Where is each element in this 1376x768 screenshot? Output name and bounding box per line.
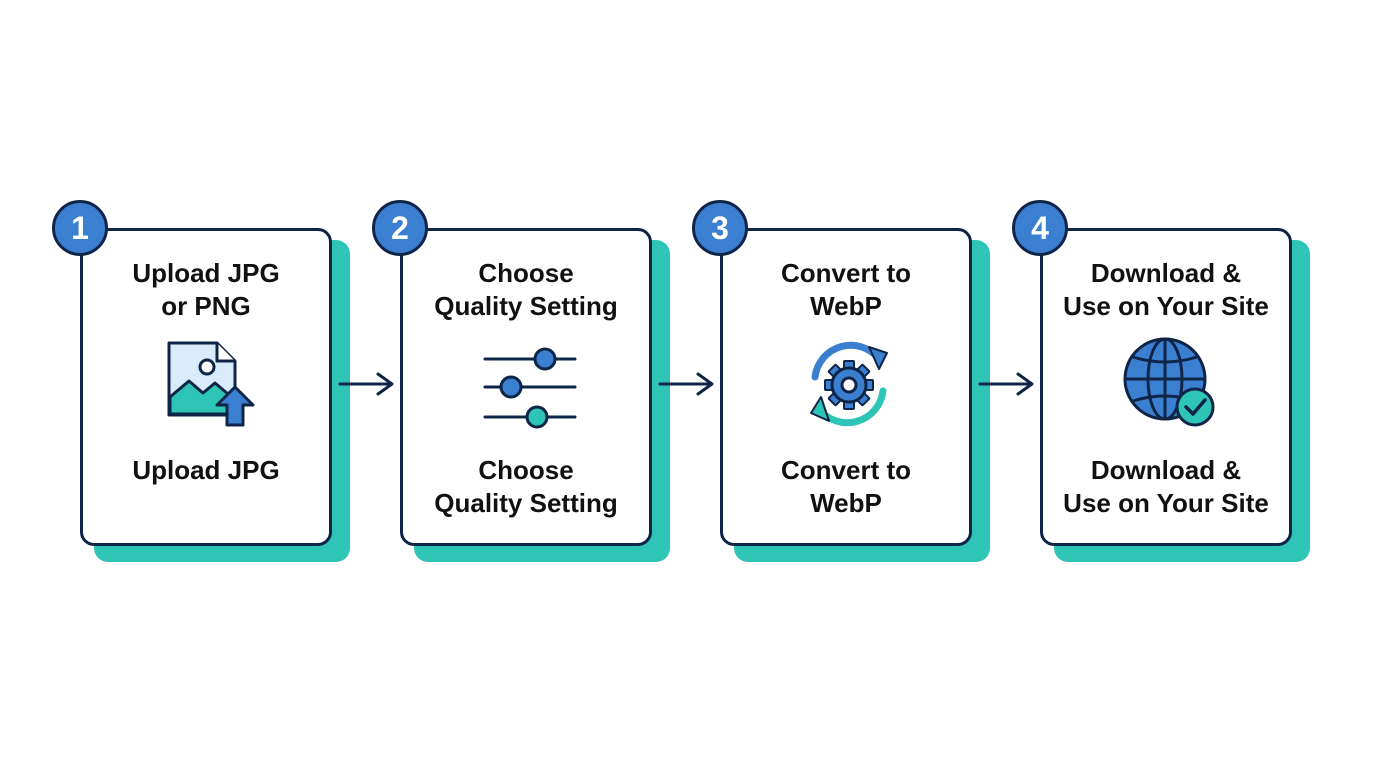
globe-check-icon (1123, 337, 1215, 427)
gear-convert-icon (810, 341, 888, 427)
step-1: Upload JPG or PNG Upload JPG 1 (52, 200, 350, 562)
step-title: Download & Use on Your Site (1063, 258, 1269, 321)
step-number-badge: 1 (52, 200, 108, 256)
step-4: Download & Use on Your Site Download & U… (1012, 200, 1310, 562)
step-2: Choose Quality Setting Choose Quality Se… (372, 200, 670, 562)
step-3: Convert to WebP (692, 200, 990, 562)
step-caption: Convert to WebP (781, 455, 911, 518)
step-number-badge: 4 (1012, 200, 1068, 256)
sliders-icon (483, 347, 577, 429)
arrow-right-icon (658, 372, 714, 396)
step-title: Upload JPG or PNG (132, 258, 280, 321)
step-title: Choose Quality Setting (434, 258, 618, 321)
step-card: Convert to WebP (720, 228, 972, 546)
step-number-badge: 3 (692, 200, 748, 256)
step-caption: Download & Use on Your Site (1063, 455, 1269, 518)
step-caption: Upload JPG (132, 455, 280, 485)
step-caption: Choose Quality Setting (434, 455, 618, 518)
step-card: Download & Use on Your Site Download & U… (1040, 228, 1292, 546)
step-card: Upload JPG or PNG Upload JPG (80, 228, 332, 546)
step-card: Choose Quality Setting Choose Quality Se… (400, 228, 652, 546)
step-title: Convert to WebP (781, 258, 911, 321)
arrow-right-icon (978, 372, 1034, 396)
image-upload-icon (167, 341, 255, 427)
step-number-badge: 2 (372, 200, 428, 256)
arrow-right-icon (338, 372, 394, 396)
